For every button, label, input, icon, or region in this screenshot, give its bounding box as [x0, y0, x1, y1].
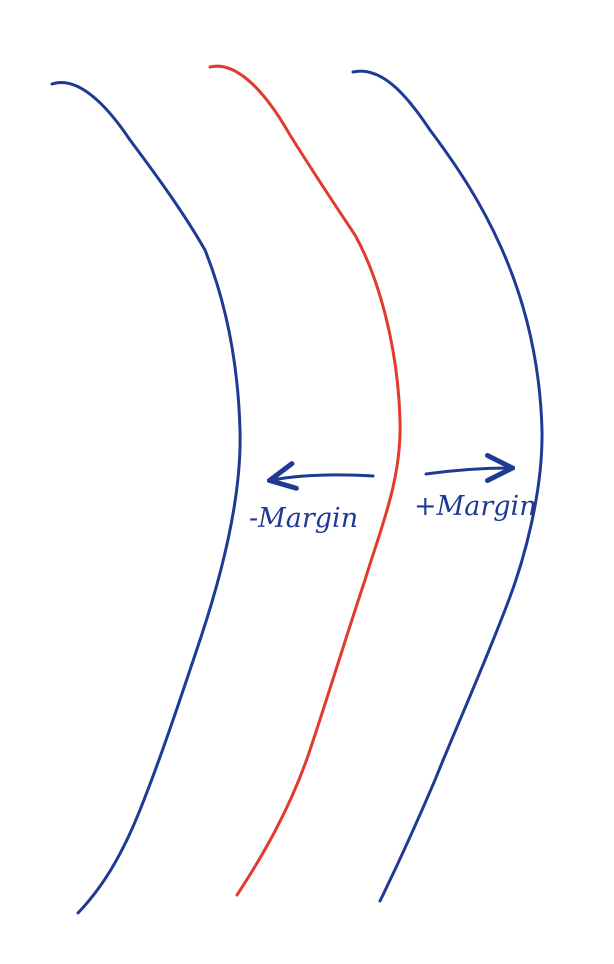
minus-margin-label: -Margin — [249, 503, 358, 534]
plus-margin-label: +Margin — [414, 491, 537, 522]
right-margin-curve — [351, 69, 544, 903]
center-curve — [208, 64, 402, 897]
minus-margin-arrow — [272, 475, 375, 480]
plus-margin-arrow — [424, 468, 510, 474]
left-margin-curve — [50, 81, 242, 915]
